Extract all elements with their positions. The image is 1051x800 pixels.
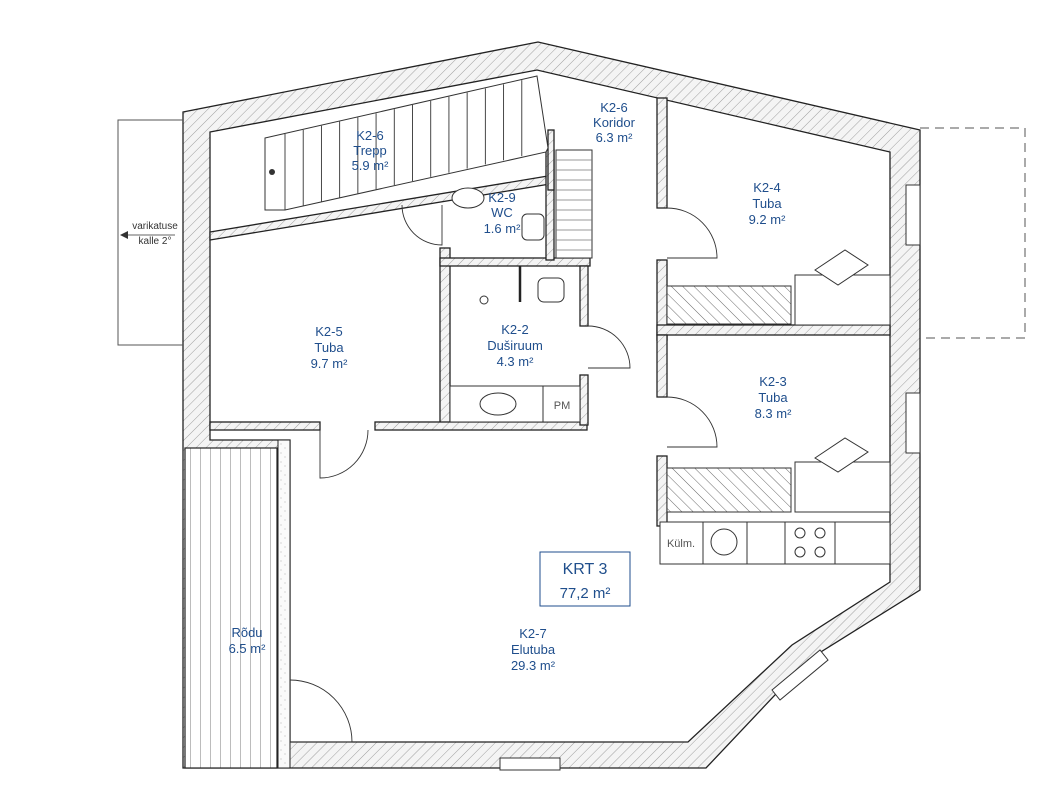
- svg-text:Elutuba: Elutuba: [511, 642, 556, 657]
- window: [771, 649, 829, 701]
- balcony-railing: [277, 439, 291, 769]
- window: [905, 392, 921, 454]
- wall-bath-top: [439, 257, 591, 267]
- svg-text:Duširuum: Duširuum: [487, 338, 543, 353]
- svg-text:Trepp: Trepp: [353, 143, 386, 158]
- sink-icon: [710, 528, 738, 556]
- balcony-deck: [184, 447, 278, 769]
- canopy-right-outline: [920, 127, 1026, 339]
- svg-text:K2-2: K2-2: [501, 322, 528, 337]
- room-label-trepp: K2-6 Trepp 5.9 m²: [352, 128, 390, 173]
- svg-text:K2-5: K2-5: [315, 324, 342, 339]
- apartment-label-box: [539, 551, 631, 607]
- wc-basin-icon: [451, 187, 485, 209]
- wc-toilet-icon: [521, 213, 545, 241]
- room-label-dusiruum: K2-2 Duširuum 4.3 m²: [487, 322, 543, 369]
- door-bedroom5[interactable]: [319, 429, 369, 479]
- svg-text:5.9 m²: 5.9 m²: [352, 158, 390, 173]
- washbasin-icon: [479, 392, 517, 416]
- svg-text:9.7 m²: 9.7 m²: [311, 356, 349, 371]
- svg-text:8.3 m²: 8.3 m²: [755, 406, 793, 421]
- wall-rooms-divider: [656, 324, 891, 336]
- svg-text:K2-3: K2-3: [759, 374, 786, 389]
- bed-bedroom4: [794, 274, 891, 326]
- wardrobe-bedroom3: [666, 467, 792, 513]
- svg-text:K2-9: K2-9: [488, 190, 515, 205]
- stair-start-dot: [269, 169, 275, 175]
- room-label-tuba5: K2-5 Tuba 9.7 m²: [311, 324, 349, 371]
- room-label-rodu: Rõdu 6.5 m²: [229, 625, 267, 656]
- shower-drain-icon: [479, 295, 489, 305]
- svg-text:K2-6: K2-6: [356, 128, 383, 143]
- door-balcony[interactable]: [289, 679, 353, 743]
- stove-burner-icon: [814, 527, 826, 539]
- svg-text:Tuba: Tuba: [752, 196, 782, 211]
- svg-text:WC: WC: [491, 205, 513, 220]
- wall-bedroom5-bottom: [209, 421, 321, 431]
- wall-bath-bottom: [374, 421, 588, 431]
- apartment-area: 77,2 m²: [560, 585, 611, 602]
- svg-text:6.5 m²: 6.5 m²: [229, 641, 267, 656]
- arrow-head-icon: [120, 231, 128, 239]
- svg-text:1.6 m²: 1.6 m²: [484, 221, 522, 236]
- svg-text:9.2 m²: 9.2 m²: [749, 212, 787, 227]
- stove-burner-icon: [794, 546, 806, 558]
- stove-burner-icon: [814, 546, 826, 558]
- svg-text:6.3 m²: 6.3 m²: [596, 130, 634, 145]
- room-label-elutuba: K2-7 Elutuba 29.3 m²: [511, 626, 556, 673]
- pillow-icon: [814, 437, 869, 473]
- svg-text:Tuba: Tuba: [314, 340, 344, 355]
- room-label-koridor: K2-6 Koridor 6.3 m²: [593, 100, 636, 145]
- wall-kitchen-top: [656, 455, 668, 527]
- room-label-wc: K2-9 WC 1.6 m²: [484, 190, 522, 236]
- pillow-icon: [814, 249, 869, 286]
- door-wc[interactable]: [401, 204, 443, 246]
- svg-text:Rõdu: Rõdu: [231, 625, 262, 640]
- wall-bath-right-lower: [579, 374, 589, 426]
- door-bedroom4[interactable]: [666, 207, 718, 259]
- door-bedroom3[interactable]: [666, 396, 718, 448]
- wall-corridor-right: [656, 97, 668, 209]
- bed-bedroom3: [794, 461, 891, 513]
- svg-text:Tuba: Tuba: [758, 390, 788, 405]
- svg-text:Koridor: Koridor: [593, 115, 636, 130]
- pm-label: PM: [554, 400, 571, 412]
- svg-text:K2-6: K2-6: [600, 100, 627, 115]
- kitchen-counter: [659, 521, 891, 565]
- stove-burner-icon: [794, 527, 806, 539]
- toilet-icon: [537, 277, 565, 303]
- room-label-tuba3: K2-3 Tuba 8.3 m²: [755, 374, 793, 421]
- canopy-note-line2: kalle 2°: [139, 236, 172, 247]
- svg-text:4.3 m²: 4.3 m²: [497, 354, 535, 369]
- wardrobe-bedroom4: [666, 285, 792, 325]
- stair-storage: [555, 149, 593, 259]
- wall-bath-right: [579, 265, 589, 327]
- svg-text:K2-4: K2-4: [753, 180, 780, 195]
- room-label-tuba4: K2-4 Tuba 9.2 m²: [749, 180, 787, 227]
- canopy-left-outline: [117, 119, 183, 346]
- wall-corridor-stair: [547, 129, 555, 191]
- staircase: [264, 75, 549, 211]
- apartment-name: KRT 3: [563, 561, 608, 578]
- svg-text:K2-7: K2-7: [519, 626, 546, 641]
- canopy-note-line1: varikatuse: [132, 221, 178, 232]
- fridge-label: Külm.: [667, 538, 695, 550]
- bath-vanity: [449, 385, 581, 423]
- window: [499, 757, 561, 771]
- door-bathroom[interactable]: [587, 325, 631, 369]
- svg-text:29.3 m²: 29.3 m²: [511, 658, 556, 673]
- window: [905, 184, 921, 246]
- wall-bedroom3-left: [656, 334, 668, 398]
- wall-bath-left: [439, 247, 451, 429]
